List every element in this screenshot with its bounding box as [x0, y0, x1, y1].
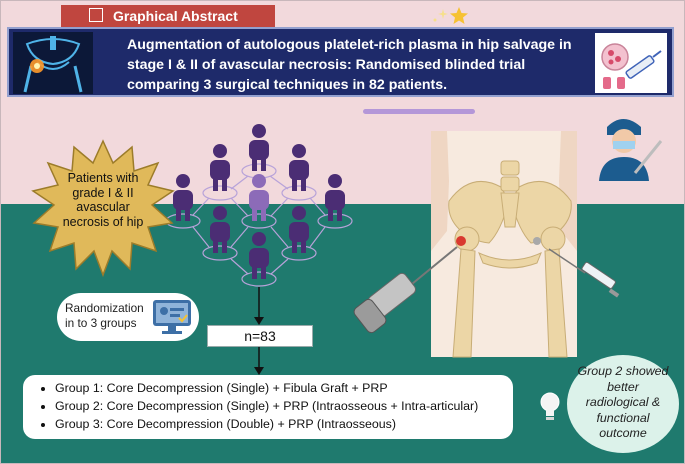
computer-monitor-icon: [153, 300, 191, 334]
group-3-item: Group 3: Core Decompression (Double) + P…: [55, 415, 513, 433]
tag-label: Graphical Abstract: [113, 8, 238, 24]
patients-label: Patients with grade I & II avascular nec…: [62, 171, 144, 229]
group-2-item: Group 2: Core Decompression (Single) + P…: [55, 397, 513, 415]
lightbulb-icon: [540, 392, 560, 420]
graphical-abstract-tag: Graphical Abstract: [61, 5, 275, 27]
group-1-item: Group 1: Core Decompression (Single) + F…: [55, 379, 513, 397]
groups-panel: Group 1: Core Decompression (Single) + F…: [23, 375, 513, 439]
document-icon: [89, 8, 103, 22]
sparkle-stars-icon: [433, 7, 468, 24]
divider-bar: [363, 109, 475, 114]
sample-size-box: n=83: [207, 325, 313, 347]
header-banner: Augmentation of autologous platelet-rich…: [7, 27, 674, 97]
randomization-label: Randomization in to 3 groups: [65, 301, 144, 330]
hip-xray-icon: [13, 32, 93, 94]
result-bubble: [567, 355, 679, 453]
prp-syringe-icon: [595, 33, 667, 93]
abstract-title: Augmentation of autologous platelet-rich…: [127, 37, 572, 93]
result-label: Group 2 showed better radiological & fun…: [577, 364, 669, 440]
patients-starburst: [31, 139, 175, 277]
